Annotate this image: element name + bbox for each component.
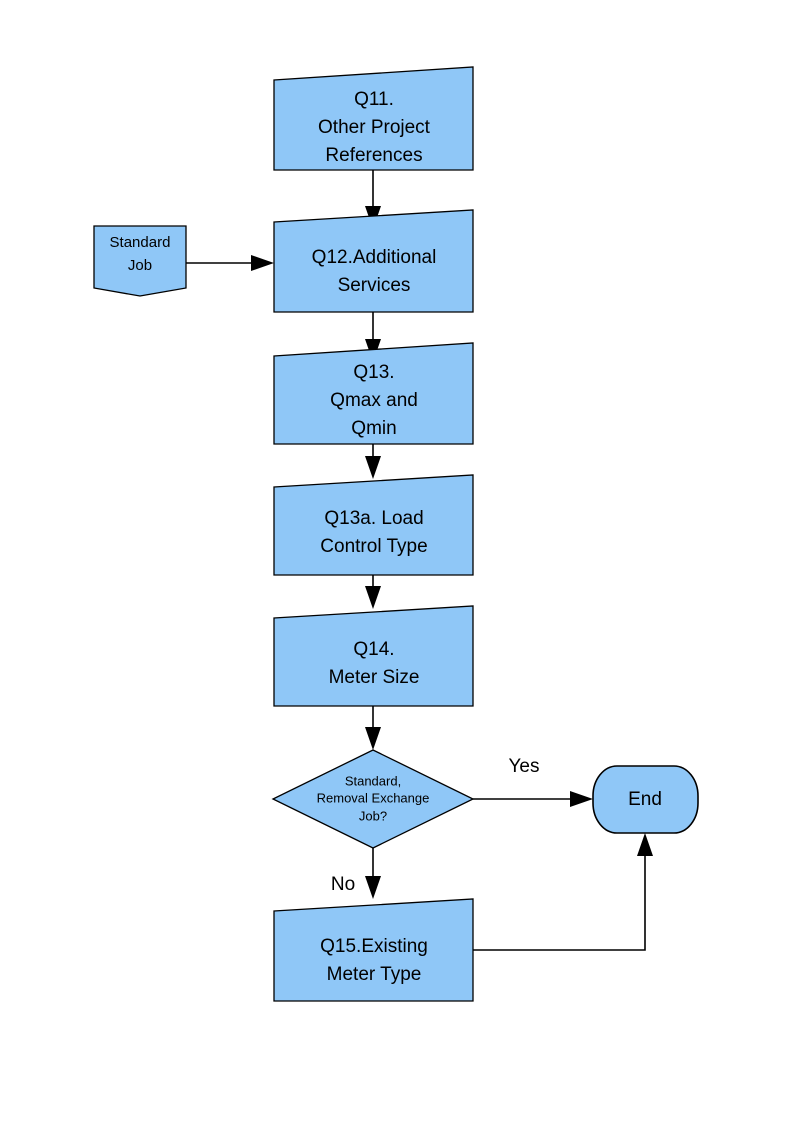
node-shape-standard-job (93, 225, 187, 297)
node-q12-line1: Q12.Additional (312, 247, 437, 268)
edge-label-no: No (331, 874, 355, 895)
node-shape-decision (271, 749, 475, 849)
node-shape-end (592, 765, 699, 834)
edge-q13-to-q13a (365, 444, 381, 479)
arrow-head-icon (251, 255, 274, 271)
node-shape-q13a (273, 474, 474, 576)
node-q14-line1: Q14. (353, 639, 394, 660)
arrow-head-icon (365, 727, 381, 750)
arrow-head-icon (365, 876, 381, 899)
node-q11-line2: Other Project (318, 117, 431, 138)
edge-line (473, 847, 646, 951)
edge-decision-to-end-yes: Yes (473, 756, 593, 807)
edge-q14-to-decision (365, 706, 381, 750)
node-shape-q11 (273, 66, 474, 171)
arrow-head-icon (637, 833, 653, 856)
node-shape-q12 (273, 209, 474, 313)
node-q11[interactable]: Q11. Other Project References (273, 66, 474, 171)
node-q13a-line2: Control Type (320, 536, 427, 557)
node-decision[interactable]: Standard, Removal Exchange Job? (271, 749, 475, 849)
node-q12[interactable]: Q12.Additional Services (273, 209, 474, 313)
node-q13a-line1: Q13a. Load (324, 508, 423, 529)
edge-decision-to-q15-no: No (331, 848, 381, 899)
node-q11-line3: References (325, 145, 422, 166)
node-shape-q14 (273, 605, 474, 707)
node-shape-q15 (273, 898, 474, 1002)
edge-label-yes: Yes (509, 756, 540, 777)
arrow-head-icon (365, 456, 381, 479)
node-end-label: End (628, 789, 662, 810)
node-q14-line2: Meter Size (329, 667, 420, 688)
node-standard-job-line1: Standard (110, 234, 171, 251)
node-q13a[interactable]: Q13a. Load Control Type (273, 474, 474, 576)
edge-standard-job-to-q12 (186, 255, 274, 271)
edge-q15-to-end (473, 833, 653, 951)
node-decision-line3: Job? (359, 808, 387, 823)
node-decision-line1: Standard, (345, 773, 401, 788)
node-q13-line2: Qmax and (330, 390, 418, 411)
node-q11-line1: Q11. (354, 89, 394, 110)
arrow-head-icon (365, 586, 381, 609)
arrow-head-icon (570, 791, 593, 807)
node-q15-line2: Meter Type (327, 964, 422, 985)
node-q13-line3: Qmin (351, 418, 396, 439)
node-q14[interactable]: Q14. Meter Size (273, 605, 474, 707)
node-q12-line2: Services (338, 275, 411, 296)
edge-q13a-to-q14 (365, 575, 381, 609)
node-standard-job[interactable]: Standard Job (93, 225, 187, 297)
node-q15[interactable]: Q15.Existing Meter Type (273, 898, 474, 1002)
node-standard-job-line2: Job (128, 257, 152, 274)
node-end[interactable]: End (592, 765, 699, 834)
node-shape-q13 (273, 342, 474, 445)
node-decision-line2: Removal Exchange (317, 790, 430, 805)
node-q13[interactable]: Q13. Qmax and Qmin (273, 342, 474, 445)
node-q15-line1: Q15.Existing (320, 936, 428, 957)
node-q13-line1: Q13. (353, 362, 394, 383)
